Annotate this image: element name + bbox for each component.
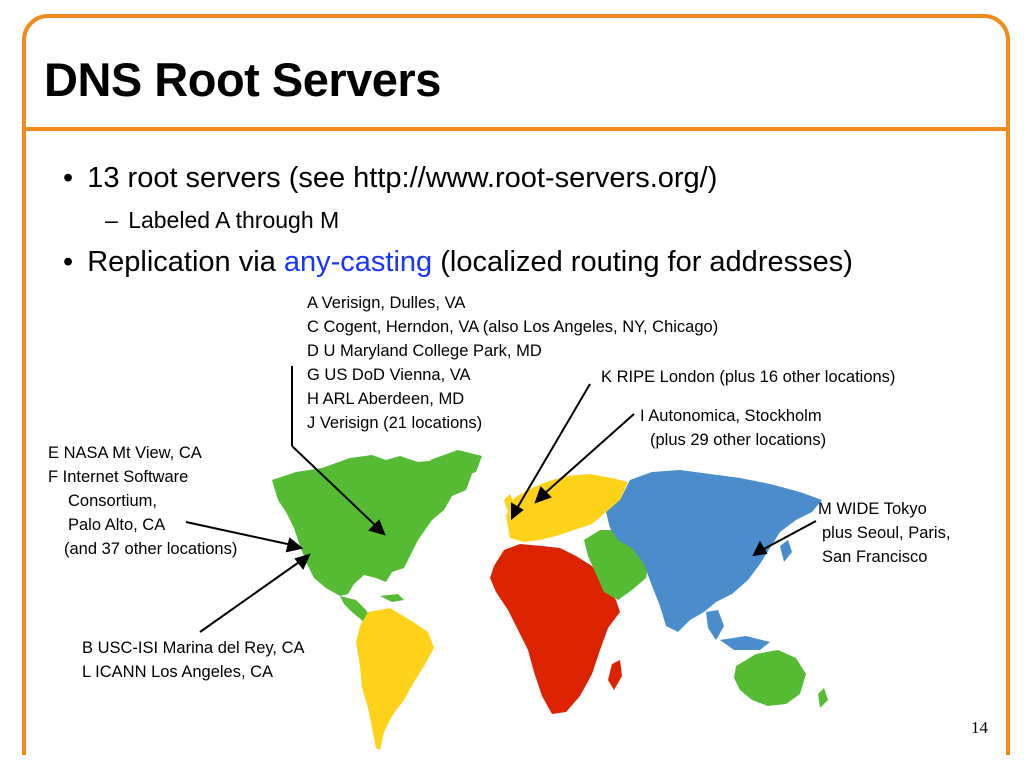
bullet-text-before: Replication via bbox=[87, 246, 284, 278]
arrow-k-ripe-head bbox=[511, 502, 524, 521]
label-line: F Internet Software bbox=[48, 468, 189, 486]
label-m-wide: M WIDE Tokyo plus Seoul, Paris, San Fran… bbox=[818, 497, 950, 569]
label-line: I Autonomica, Stockholm bbox=[640, 407, 822, 425]
arrow-us-east-head bbox=[368, 519, 386, 536]
arrow-west-coast-head bbox=[285, 537, 304, 553]
indonesia bbox=[720, 636, 770, 650]
label-line: J Verisign (21 locations) bbox=[307, 414, 483, 432]
arrow-k-ripe bbox=[515, 383, 591, 511]
arrow-i-autonomica bbox=[543, 413, 635, 495]
label-line: C Cogent, Herndon, VA (also Los Angeles,… bbox=[307, 318, 719, 336]
europe bbox=[506, 474, 628, 542]
label-line: H ARL Aberdeen, MD bbox=[307, 390, 465, 408]
southeast-asia bbox=[706, 610, 724, 640]
label-i-autonomica: I Autonomica, Stockholm (plus 29 other l… bbox=[640, 404, 826, 452]
africa bbox=[490, 544, 620, 714]
australia bbox=[734, 650, 806, 706]
frame-border bbox=[22, 14, 1010, 755]
label-line: B USC-ISI Marina del Rey, CA bbox=[82, 639, 305, 657]
bullet-root-servers: • 13 root servers (see http://www.root-s… bbox=[63, 162, 717, 195]
sub-bullet-labeled: – Labeled A through M bbox=[105, 207, 339, 234]
bullet-text-after: (localized routing for addresses) bbox=[432, 246, 853, 278]
label-us-east-servers: A Verisign, Dulles, VA C Cogent, Herndon… bbox=[307, 291, 718, 435]
label-line: M WIDE Tokyo bbox=[818, 500, 927, 518]
arrow-la-head bbox=[294, 553, 311, 570]
slide-title: DNS Root Servers bbox=[44, 53, 441, 106]
label-line: K RIPE London (plus 16 other locations) bbox=[601, 368, 896, 386]
uk bbox=[504, 494, 514, 512]
sub-bullet-dash: – bbox=[105, 207, 118, 233]
any-casting-highlight: any-casting bbox=[283, 246, 433, 278]
japan bbox=[780, 540, 792, 562]
bullet-dot: • bbox=[63, 246, 74, 278]
label-line: L ICANN Los Angeles, CA bbox=[82, 663, 274, 681]
madagascar bbox=[608, 660, 622, 690]
label-line: E NASA Mt View, CA bbox=[48, 444, 202, 462]
label-west-coast-servers: E NASA Mt View, CA F Internet Software C… bbox=[48, 441, 237, 561]
arrow-us-east-diag bbox=[291, 445, 377, 527]
label-line: plus Seoul, Paris, bbox=[822, 524, 951, 542]
bullet-replication: • Replication via any-casting (localized… bbox=[63, 246, 853, 279]
sub-bullet-text: Labeled A through M bbox=[128, 207, 340, 233]
caribbean bbox=[380, 594, 404, 602]
arrow-i-autonomica-head bbox=[534, 486, 552, 504]
label-line: San Francisco bbox=[822, 548, 928, 566]
label-line: G US DoD Vienna, VA bbox=[307, 366, 471, 384]
label-k-ripe: K RIPE London (plus 16 other locations) bbox=[601, 365, 895, 389]
arrow-m-wide-head bbox=[752, 540, 768, 557]
greenland bbox=[430, 450, 482, 478]
label-line: D U Maryland College Park, MD bbox=[307, 342, 542, 360]
label-la-servers: B USC-ISI Marina del Rey, CA L ICANN Los… bbox=[82, 636, 305, 684]
arrow-la bbox=[199, 559, 303, 633]
north-america bbox=[272, 455, 472, 596]
slide-number: 14 bbox=[971, 718, 988, 737]
callout-arrows bbox=[185, 366, 817, 633]
arrow-m-wide bbox=[761, 520, 817, 551]
arrow-west-coast bbox=[185, 521, 293, 546]
label-line: (and 37 other locations) bbox=[64, 540, 238, 558]
bullet-text: 13 root servers (see http://www.root-ser… bbox=[87, 162, 718, 194]
central-america bbox=[340, 596, 372, 622]
label-line: (plus 29 other locations) bbox=[650, 431, 827, 449]
label-line: A Verisign, Dulles, VA bbox=[307, 294, 466, 312]
new-zealand bbox=[818, 688, 828, 708]
asia bbox=[606, 470, 822, 632]
label-line: Consortium, bbox=[68, 492, 157, 510]
bullet-dot: • bbox=[63, 162, 74, 194]
south-america bbox=[356, 608, 434, 750]
label-line: Palo Alto, CA bbox=[68, 516, 166, 534]
